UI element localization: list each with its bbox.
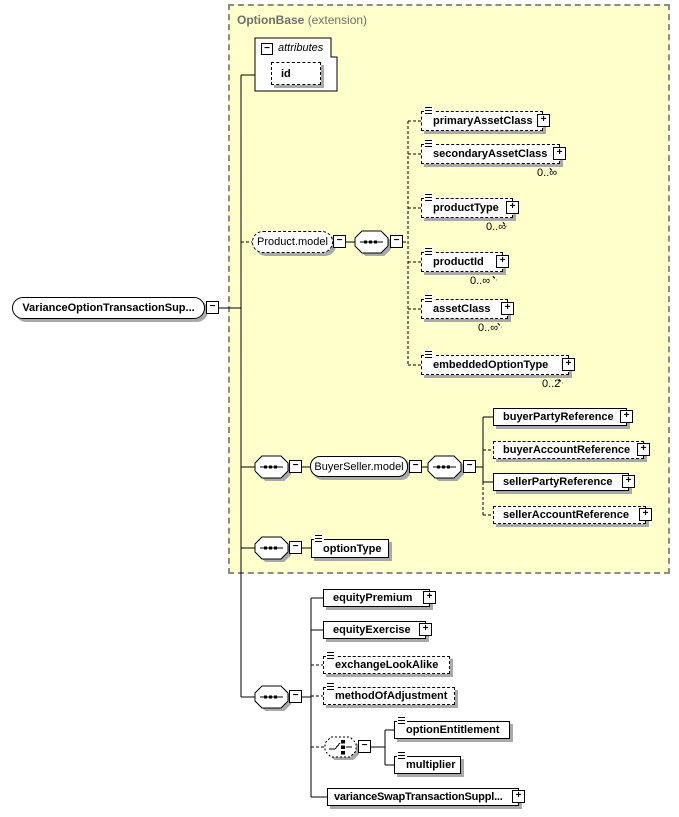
expand-button[interactable]: +: [501, 302, 514, 315]
occurrence-label: 0..∞: [537, 167, 558, 179]
type-icon: [424, 294, 434, 303]
sequence-icon: [427, 455, 464, 481]
collapse-button-attributes[interactable]: −: [261, 43, 273, 55]
extension-kind: (extension): [307, 13, 368, 27]
element-label: sellerAccountReference: [503, 509, 629, 521]
element-label: equityPremium: [333, 592, 413, 604]
collapse-button[interactable]: −: [390, 235, 403, 248]
type-icon: [424, 247, 434, 256]
collapse-button[interactable]: −: [358, 740, 371, 753]
type-icon: [314, 534, 324, 543]
occurrence-label: 0..2: [542, 378, 561, 390]
element-VarianceOptionTransactionSupplement[interactable]: VarianceOptionTransactionSup...: [12, 297, 205, 319]
group-BuyerSeller-model[interactable]: BuyerSeller.model: [310, 456, 408, 477]
expand-button[interactable]: +: [639, 508, 652, 521]
element-label: optionType: [323, 542, 382, 555]
element-equityPremium[interactable]: equityPremium: [323, 589, 430, 607]
element-label: primaryAssetClass: [433, 115, 533, 127]
element-varianceSwapTransactionSupplement[interactable]: varianceSwapTransactionSuppl...: [327, 788, 519, 806]
type-icon: [424, 139, 434, 148]
type-icon: [397, 751, 407, 760]
element-label: equityExercise: [333, 624, 411, 636]
expand-button[interactable]: +: [620, 410, 633, 423]
collapse-button[interactable]: −: [289, 541, 302, 554]
expand-button[interactable]: +: [553, 147, 566, 160]
expand-button[interactable]: +: [419, 623, 432, 636]
element-optionType[interactable]: optionType: [311, 534, 389, 558]
type-icon: [326, 651, 336, 660]
element-sellerAccountReference[interactable]: sellerAccountReference: [493, 506, 646, 524]
collapse-button[interactable]: −: [206, 301, 219, 314]
element-label: assetClass: [433, 303, 491, 315]
attribute-label: id: [281, 67, 291, 80]
element-equityExercise[interactable]: equityExercise: [323, 621, 426, 639]
occurrence-label: 0..∞: [486, 221, 507, 233]
collapse-button[interactable]: −: [463, 460, 476, 473]
type-icon: [424, 106, 434, 115]
expand-button[interactable]: +: [637, 443, 650, 456]
element-label: sellerPartyReference: [503, 476, 613, 488]
element-assetClass[interactable]: assetClass: [421, 294, 508, 319]
attribute-id[interactable]: id: [271, 62, 321, 85]
element-productId[interactable]: productId: [421, 247, 503, 272]
element-buyerAccountReference[interactable]: buyerAccountReference: [493, 441, 644, 459]
expand-button[interactable]: +: [506, 201, 519, 214]
group-label: BuyerSeller.model: [314, 460, 404, 473]
expand-button[interactable]: +: [423, 591, 436, 604]
element-buyerPartyReference[interactable]: buyerPartyReference: [493, 408, 627, 426]
choice-icon: [324, 736, 359, 760]
expand-button[interactable]: +: [512, 790, 525, 803]
attributes-label: attributes: [278, 42, 324, 54]
element-label: buyerAccountReference: [503, 444, 631, 456]
type-icon: [397, 716, 407, 725]
element-optionEntitlement[interactable]: optionEntitlement: [394, 716, 510, 739]
extension-name: OptionBase: [237, 13, 305, 27]
occurrence-label: 0..∞: [470, 275, 491, 287]
collapse-button[interactable]: −: [333, 235, 346, 248]
expand-button[interactable]: +: [562, 358, 575, 371]
collapse-button[interactable]: −: [289, 460, 302, 473]
element-productType[interactable]: productType: [421, 193, 513, 218]
collapse-button[interactable]: −: [289, 690, 302, 703]
element-label: buyerPartyReference: [503, 411, 614, 423]
sequence-icon: [254, 536, 291, 562]
type-icon: [424, 193, 434, 202]
element-label: methodOfAdjustment: [335, 690, 448, 702]
element-sellerPartyReference[interactable]: sellerPartyReference: [493, 473, 629, 491]
group-label: Product.model: [257, 236, 328, 248]
element-exchangeLookAlike[interactable]: exchangeLookAlike: [323, 651, 450, 674]
element-label: multiplier: [406, 759, 456, 771]
element-secondaryAssetClass[interactable]: secondaryAssetClass: [421, 139, 560, 164]
sequence-icon: [354, 230, 391, 256]
sequence-icon: [254, 685, 291, 711]
element-label: productType: [433, 202, 499, 214]
element-primaryAssetClass[interactable]: primaryAssetClass: [421, 106, 543, 131]
extension-title: OptionBase (extension): [237, 13, 367, 27]
type-icon: [326, 682, 336, 691]
element-embeddedOptionType[interactable]: embeddedOptionType: [421, 350, 569, 375]
expand-button[interactable]: +: [537, 114, 550, 127]
element-label: embeddedOptionType: [433, 359, 549, 371]
group-Product-model[interactable]: Product.model: [252, 231, 333, 253]
expand-button[interactable]: +: [496, 255, 509, 268]
type-icon: [424, 350, 434, 359]
collapse-button[interactable]: −: [409, 460, 422, 473]
expand-button[interactable]: +: [622, 475, 635, 488]
element-label: optionEntitlement: [406, 724, 500, 736]
element-label: varianceSwapTransactionSuppl...: [334, 791, 503, 803]
element-methodOfAdjustment[interactable]: methodOfAdjustment: [323, 682, 455, 705]
element-label: VarianceOptionTransactionSup...: [22, 302, 195, 314]
sequence-icon: [254, 455, 291, 481]
element-label: productId: [433, 256, 484, 268]
element-label: secondaryAssetClass: [433, 148, 548, 160]
element-multiplier[interactable]: multiplier: [394, 751, 461, 774]
element-label: exchangeLookAlike: [335, 659, 439, 671]
occurrence-label: 0..∞: [478, 322, 499, 334]
